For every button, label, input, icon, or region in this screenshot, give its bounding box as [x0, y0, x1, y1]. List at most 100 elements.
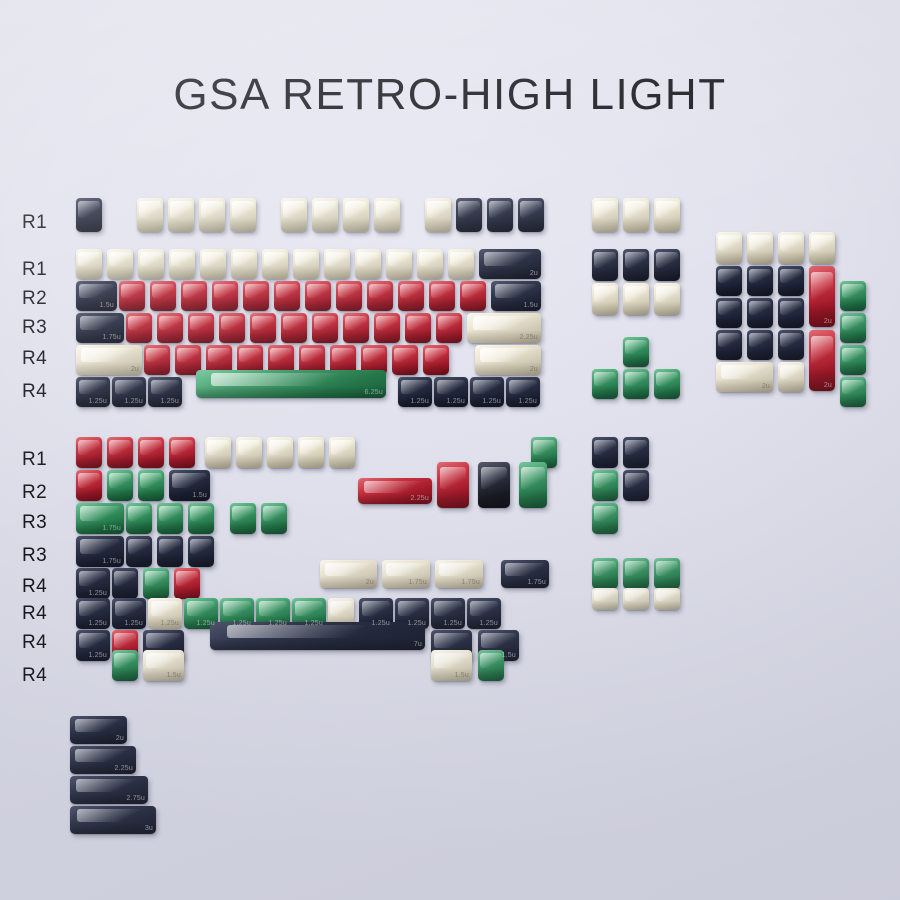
keycap-green-g2-r3 — [261, 503, 287, 534]
keycap-cream-fn-nav — [623, 198, 649, 232]
keycap-cream-num-row — [262, 249, 288, 279]
keycap-navy-g2-r2c — [623, 470, 649, 501]
keycap-red-z-row — [423, 345, 449, 375]
keycap-red-q-row — [181, 281, 207, 311]
keycap-green-g2-r8 — [478, 650, 504, 681]
keycap-green-g2-r3 — [230, 503, 256, 534]
keycap-green-g2-r2 — [138, 470, 164, 501]
keycap-navy-g2-r6: 1.25u — [76, 598, 110, 629]
keycap-size-caption: 1.5u — [523, 302, 538, 309]
keycap-navy-num-row: 2u — [479, 249, 541, 279]
keycap-green-g2-r3 — [126, 503, 152, 534]
keycap-size-caption: 1.5u — [192, 492, 207, 499]
keycap-cream-g2-r1 — [205, 437, 231, 468]
keycap-red-a-row — [157, 313, 183, 343]
keycap-navy-g2-r6: 1.25u — [112, 598, 146, 629]
keycap-cream-num-row — [386, 249, 412, 279]
keycap-navy-g2-r7: 1.25u — [76, 630, 110, 661]
keycap-size-caption: 1.75u — [102, 334, 121, 341]
keycap-navy-g2-r4 — [188, 536, 214, 567]
keycap-cream-fn-row — [425, 198, 451, 232]
keycap-cream-num-r1 — [809, 232, 835, 264]
keycap-red-a-row — [126, 313, 152, 343]
keycap-cream-g2-r8: 1.5u — [143, 650, 184, 681]
keycap-cream-g2-r5b: 1.75u — [382, 560, 430, 588]
keycap-navy-num-r3 — [747, 298, 773, 328]
keycap-size-caption: 1.25u — [88, 620, 107, 627]
keycap-green-g2-r4b — [654, 558, 680, 589]
keycap-size-caption: 1.25u — [88, 590, 107, 597]
keycap-navy-sp-row: 1.25u — [76, 377, 110, 407]
keycap-size-caption: 1.75u — [527, 579, 546, 586]
keycap-green-arrows — [654, 369, 680, 399]
keycap-red-z-row — [175, 345, 201, 375]
row-label-2: R3 — [22, 512, 48, 533]
keycap-cream-num-row — [200, 249, 226, 279]
keycap-navy-sp-row: 1.25u — [112, 377, 146, 407]
keycap-green-num-r3 — [840, 281, 866, 311]
keycap-size-caption: 2u — [115, 735, 124, 742]
keycap-navy-num-r2 — [747, 266, 773, 296]
keycap-size-caption: 1.25u — [446, 398, 465, 405]
keycap-size-caption: 1.25u — [88, 652, 107, 659]
keycap-cream-nav-blk2 — [592, 283, 618, 315]
keycap-navy-g2-r1b — [592, 437, 618, 468]
keycap-navy-nav-blk — [623, 249, 649, 281]
keycap-navy-g2-r5 — [112, 568, 138, 599]
row-label-3: R3 — [22, 545, 48, 566]
keycap-size-caption: 1.5u — [99, 302, 114, 309]
keycap-red-z-row — [144, 345, 170, 375]
keycap-green-arrows — [623, 369, 649, 399]
keycap-green-g2-r2 — [107, 470, 133, 501]
keycap-navy-num-r4 — [716, 330, 742, 360]
keycap-navy-g2-r6: 1.25u — [467, 598, 501, 629]
keycap-green-g2-r4b — [623, 558, 649, 589]
keycap-red-g2-r1 — [138, 437, 164, 468]
keycap-red-num-r4: 2u — [809, 330, 835, 391]
keycap-red-q-row — [367, 281, 393, 311]
keycap-size-caption: 2u — [761, 383, 770, 390]
keycap-cream-fn-row — [312, 198, 338, 232]
keycap-navy-sp-row: 1.25u — [470, 377, 504, 407]
keycap-cream-g2-r1 — [267, 437, 293, 468]
keycap-cream-num-r5 — [778, 362, 804, 392]
keycap-green-g2-r2b — [519, 462, 547, 508]
keycap-cream-fn-row — [343, 198, 369, 232]
keycap-cream-num-row — [169, 249, 195, 279]
keycap-cream-g2-r4c — [623, 588, 649, 610]
keycap-green-g2-r5 — [143, 568, 169, 599]
keycap-red-num-r2: 2u — [809, 266, 835, 327]
keycap-red-a-row — [436, 313, 462, 343]
keycap-cream-num-r1 — [716, 232, 742, 264]
keycap-cream-num-row — [231, 249, 257, 279]
keycap-navy-g2-r1b — [623, 437, 649, 468]
keycap-black-g2-r2b — [478, 462, 510, 508]
keycap-red-z-row — [392, 345, 418, 375]
keycap-cream-num-r5: 2u — [716, 362, 773, 392]
keycap-size-caption: 1.25u — [479, 620, 498, 627]
row-label-0: R1 — [22, 212, 48, 233]
keycap-green-num-r5 — [840, 345, 866, 375]
keycap-red-q-row — [429, 281, 455, 311]
keycap-size-caption: 2.75u — [126, 795, 145, 802]
keycap-cream-num-row — [324, 249, 350, 279]
keycap-red-q-row — [212, 281, 238, 311]
keycap-size-caption: 1.25u — [518, 398, 537, 405]
keycap-cream-fn-row — [199, 198, 225, 232]
keycap-navy-nav-blk — [654, 249, 680, 281]
keycap-green-num-r5 — [840, 377, 866, 407]
keycap-red-q-row — [274, 281, 300, 311]
keycap-navy-fn-row — [456, 198, 482, 232]
keycap-cream-fn-row — [374, 198, 400, 232]
row-label-3: R3 — [22, 317, 48, 338]
keycap-size-caption: 2.25u — [519, 334, 538, 341]
keycap-navy-fn-row — [518, 198, 544, 232]
keycap-size-caption: 2u — [529, 366, 538, 373]
keycap-cream-g2-r4c — [654, 588, 680, 610]
keycap-navy-g2-r4 — [157, 536, 183, 567]
keycap-cream-fn-row — [230, 198, 256, 232]
keycap-size-caption: 1.25u — [124, 398, 143, 405]
keycap-cream-num-row — [293, 249, 319, 279]
keycap-cream-g2-r5b: 1.75u — [435, 560, 483, 588]
